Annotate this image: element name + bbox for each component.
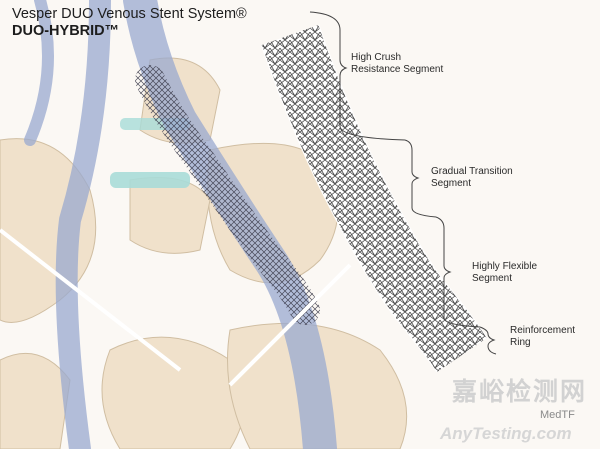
label-line: Resistance Segment bbox=[351, 64, 444, 75]
watermark-cn: 嘉峪检测网 bbox=[452, 378, 588, 406]
label-reinforcement-ring: Reinforcement Ring bbox=[510, 325, 575, 349]
title-line2: DUO-HYBRID™ bbox=[12, 23, 120, 39]
stent-mesh bbox=[261, 25, 487, 372]
watermark-source: MedTF bbox=[540, 409, 575, 421]
spinal-disc bbox=[110, 172, 190, 188]
segment-brackets bbox=[309, 11, 497, 355]
title-line1: Vesper DUO Venous Stent System® bbox=[12, 6, 247, 22]
label-high-crush: High Crush Resistance Segment bbox=[351, 52, 443, 76]
watermark-en: AnyTesting.com bbox=[440, 424, 572, 443]
label-gradual-transition: Gradual Transition Segment bbox=[431, 166, 513, 190]
needle bbox=[228, 263, 352, 387]
label-line: Segment bbox=[431, 178, 472, 189]
product-title: Vesper DUO Venous Stent System® DUO-HYBR… bbox=[12, 6, 247, 40]
label-line: Reinforcement bbox=[510, 325, 576, 336]
label-line: High Crush bbox=[351, 52, 402, 63]
label-highly-flexible: Highly Flexible Segment bbox=[472, 261, 537, 285]
label-line: Ring bbox=[510, 337, 531, 348]
label-line: Segment bbox=[472, 273, 513, 284]
implanted-stent bbox=[135, 65, 320, 325]
needle bbox=[0, 228, 182, 372]
label-line: Highly Flexible bbox=[472, 261, 538, 272]
label-line: Gradual Transition bbox=[431, 166, 513, 177]
